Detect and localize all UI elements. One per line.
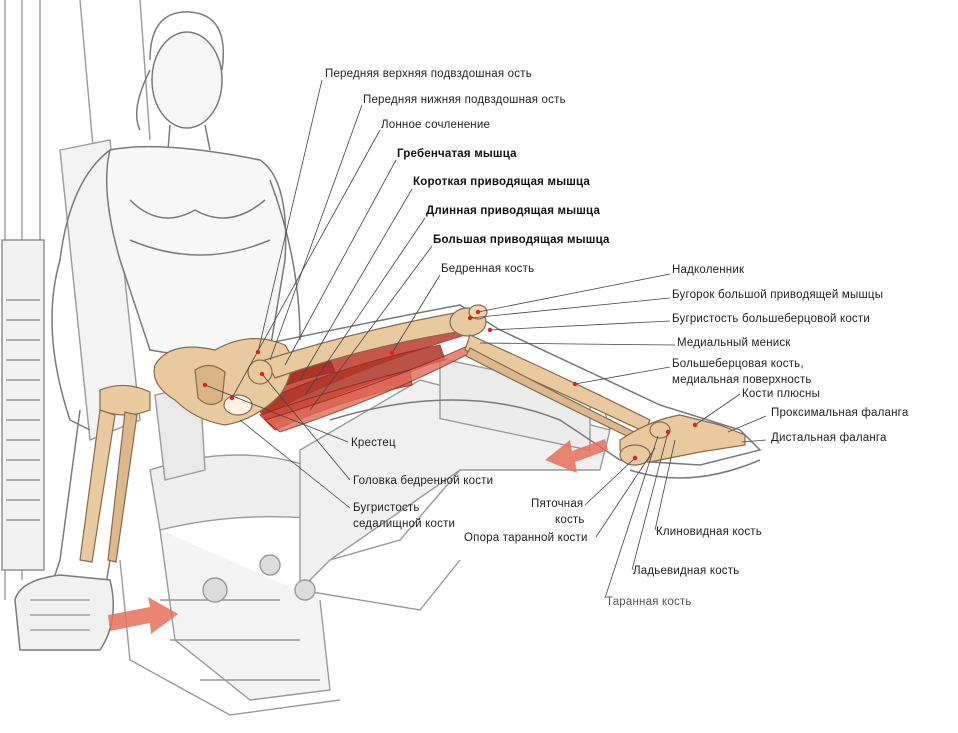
figure-sketch — [14, 11, 762, 651]
label-calcaneus-line2: кость — [555, 514, 585, 526]
label-tibia-line1: Большеберцовая кость, — [672, 358, 804, 370]
label-ischial-line1: Бугристость — [353, 502, 420, 514]
label-pubic-symphysis: Лонное сочленение — [381, 119, 491, 131]
label-adductor-brevis: Короткая приводящая мышца — [413, 176, 591, 188]
obturator-foramen — [223, 394, 253, 416]
label-pectineus: Гребенчатая мышца — [397, 148, 517, 160]
label-adductor-tubercle: Бугорок большой приводящей мышцы — [672, 289, 884, 301]
label-medial-meniscus: Медиальный мениск — [677, 337, 791, 349]
label-talus: Таранная кость — [606, 596, 692, 608]
label-femur: Бедренная кость — [441, 263, 535, 275]
label-asis: Передняя верхняя подвздошная ость — [325, 68, 532, 80]
label-sacrum: Крестец — [351, 437, 396, 449]
arrow-right-leg — [545, 439, 608, 473]
label-navicular: Ладьевидная кость — [633, 565, 740, 577]
label-metatarsals: Кости плюсны — [742, 388, 821, 400]
leader-lines — [204, 79, 767, 599]
label-tibial-tuberosity: Бугристость большеберцовой кости — [672, 313, 870, 325]
label-ischial-line2: седалищной кости — [353, 518, 456, 530]
label-cuneiform: Клиновидная кость — [656, 526, 762, 538]
label-proximal-phalanx: Проксимальная фаланга — [771, 407, 909, 419]
femoral-head — [247, 359, 273, 385]
label-aiis: Передняя нижняя подвздошная ость — [363, 94, 566, 106]
label-sustentaculum-tali: Опора таранной кости — [464, 532, 588, 544]
label-calcaneus-line1: Пяточная — [531, 498, 584, 510]
label-adductor-longus: Длинная приводящая мышца — [426, 205, 601, 217]
label-femoral-head: Головка бедренной кости — [353, 475, 494, 487]
skeleton — [79, 304, 746, 563]
machine-sketch — [1, 0, 611, 716]
label-adductor-magnus: Большая приводящая мышца — [433, 234, 610, 246]
label-tibia-line2: медиальная поверхность — [672, 374, 812, 386]
marker-dots — [202, 309, 698, 461]
arrow-lower-left — [108, 597, 178, 634]
label-distal-phalanx: Дистальная фаланга — [771, 432, 887, 444]
label-patella: Надколенник — [672, 264, 745, 276]
